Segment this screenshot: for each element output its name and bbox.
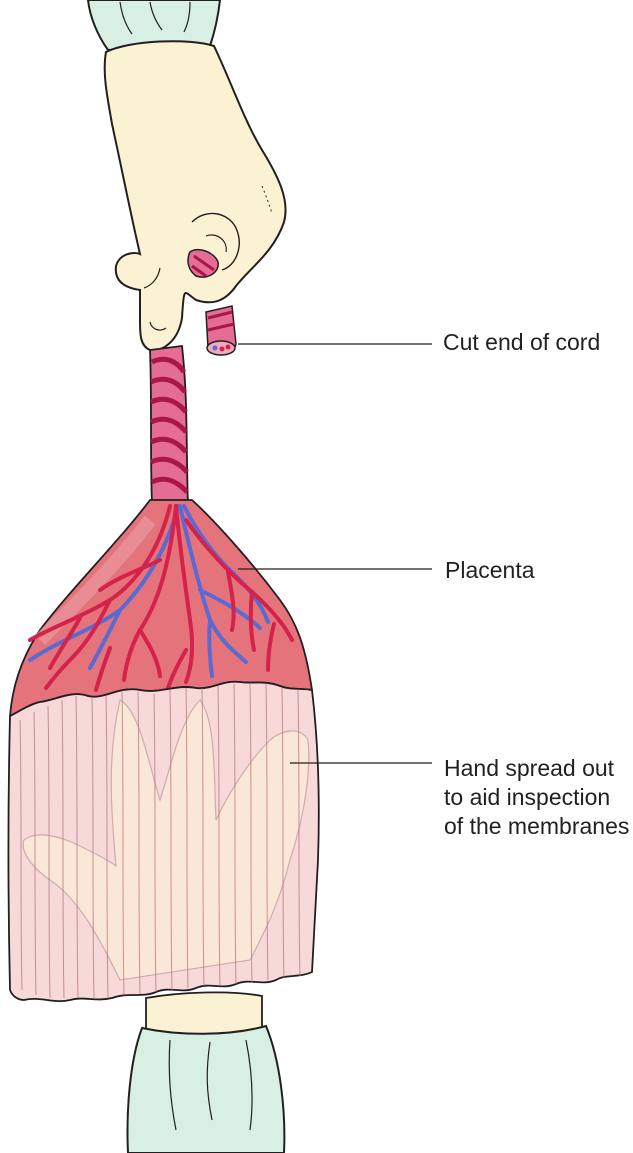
umbilical-cord <box>149 344 189 506</box>
cut-end-of-cord-label: Cut end of cord <box>443 328 600 357</box>
membranes-text-line-2: to aid inspection <box>444 784 611 810</box>
membranes-text-line-1: Hand spread out <box>444 755 615 781</box>
cut-end-of-cord <box>205 305 237 356</box>
cord-between-fingers <box>187 248 219 278</box>
cut-end-of-cord-text: Cut end of cord <box>443 329 601 355</box>
membranes-label: Hand spread out to aid inspection of the… <box>444 754 629 841</box>
leader-lines <box>238 343 432 764</box>
spread-hand-silhouette <box>22 699 310 981</box>
membranes <box>7 680 320 1003</box>
placental-veins <box>28 504 270 678</box>
upper-gloved-hand <box>103 40 287 352</box>
lower-wrist <box>145 991 263 1036</box>
membrane-striations <box>19 683 301 999</box>
placenta-label: Placenta <box>445 556 535 585</box>
placenta-text: Placenta <box>445 557 535 583</box>
lower-glove-cuff <box>126 1024 286 1153</box>
membranes-text-line-3: of the membranes <box>444 813 630 839</box>
placenta <box>8 499 314 718</box>
placental-arteries <box>28 504 294 692</box>
